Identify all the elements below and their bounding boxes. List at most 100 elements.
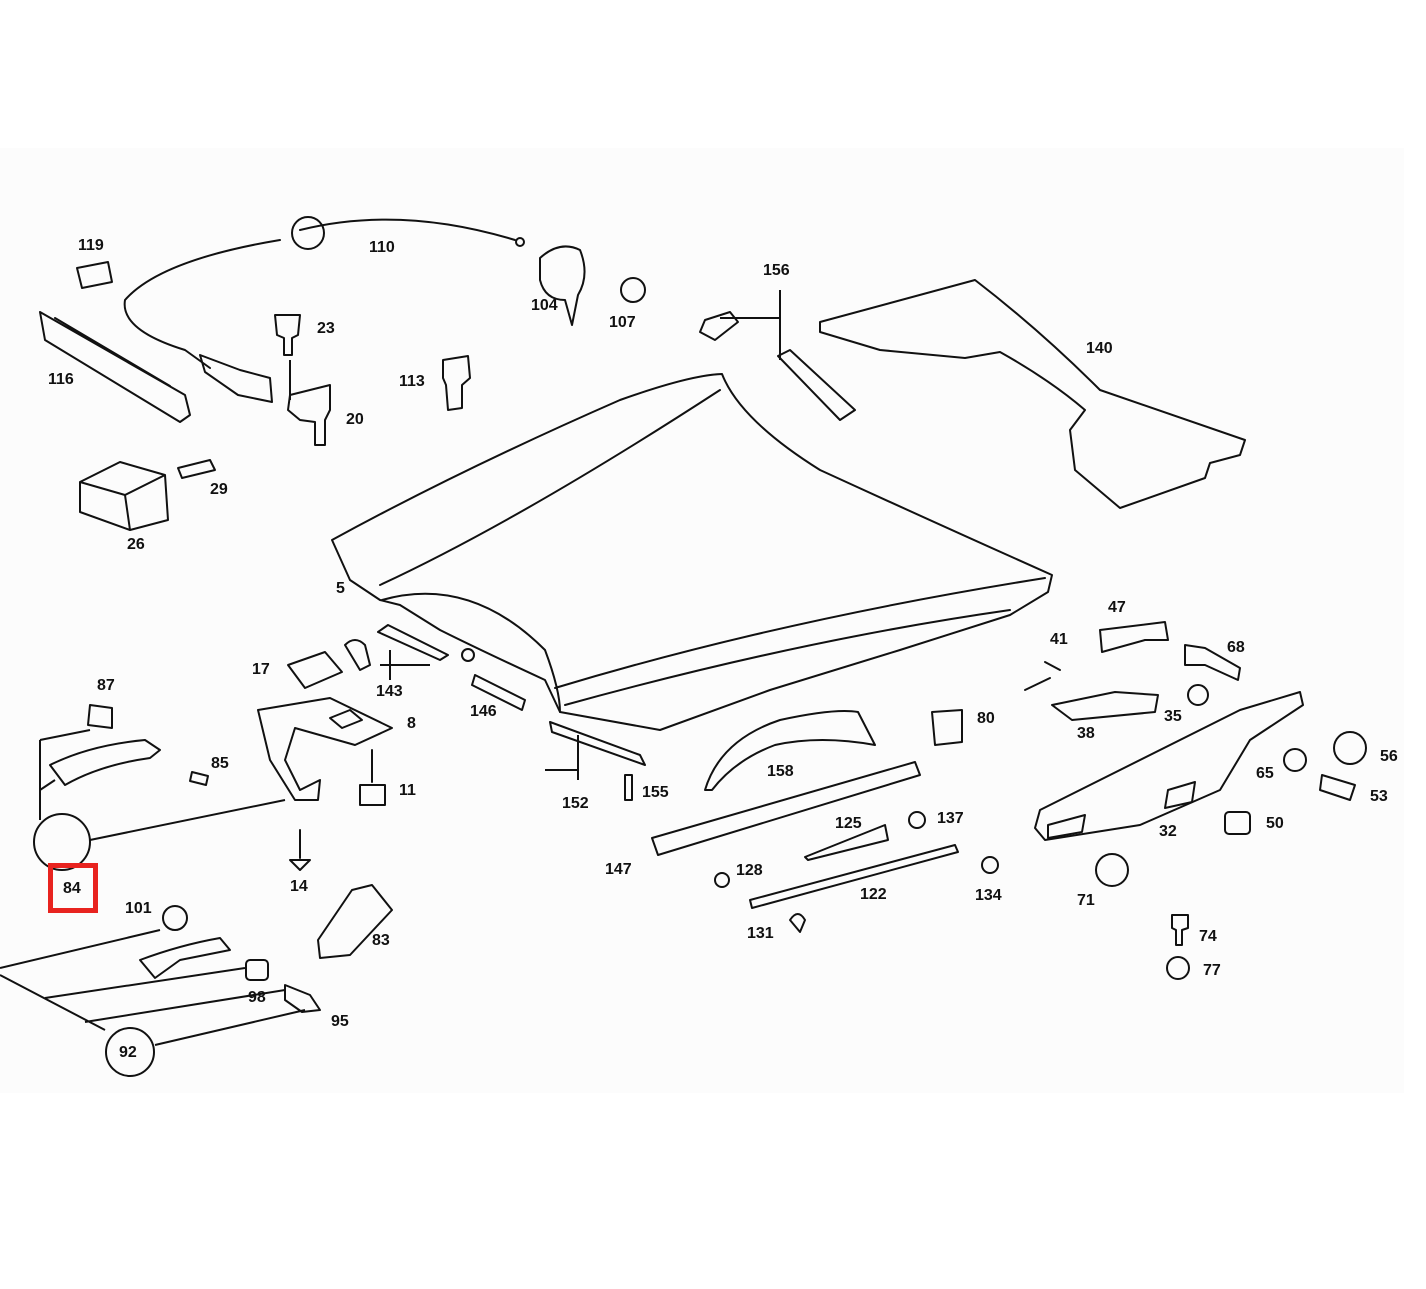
wrench-symbol xyxy=(33,813,91,871)
part-87-clip xyxy=(87,704,113,729)
callout-158: 158 xyxy=(767,763,794,780)
part-116-rail xyxy=(39,311,191,423)
part-158-cover xyxy=(704,710,876,791)
part-84-arm xyxy=(49,739,161,786)
part-125-bracket xyxy=(804,824,889,861)
part-26-bracket xyxy=(79,461,169,531)
callout-47: 47 xyxy=(1108,599,1126,616)
callout-137: 137 xyxy=(937,810,964,827)
part-146-pin xyxy=(461,648,475,662)
part-53-bolt xyxy=(1319,774,1356,801)
part-35-nut xyxy=(1187,684,1209,706)
callout-131: 131 xyxy=(747,925,774,942)
part-23-bolt xyxy=(274,314,301,356)
part-101-nut xyxy=(162,905,188,931)
part-29-clip xyxy=(177,459,216,479)
callout-23: 23 xyxy=(317,320,335,337)
part-32-hinge xyxy=(1034,691,1304,841)
part-14-screw xyxy=(289,829,311,871)
part-92-arm xyxy=(139,937,231,979)
callout-26: 26 xyxy=(127,536,145,553)
part-146-strip xyxy=(471,674,526,711)
bracket-84-group xyxy=(39,729,91,820)
part-8-hinge xyxy=(257,697,393,801)
hood-under-edge xyxy=(564,609,1011,706)
callout-65: 65 xyxy=(1256,765,1274,782)
leader-152 xyxy=(545,735,579,780)
callout-38: 38 xyxy=(1077,725,1095,742)
part-17-nut xyxy=(287,651,343,689)
part-32-slot xyxy=(1047,781,1196,839)
leader-84 xyxy=(89,799,286,841)
callout-146: 146 xyxy=(470,703,497,720)
part-110-cable xyxy=(123,218,516,369)
part-8-slot xyxy=(329,709,363,729)
callout-74: 74 xyxy=(1199,928,1217,945)
callout-107: 107 xyxy=(609,314,636,331)
part-92-circle xyxy=(105,1027,155,1077)
callout-50: 50 xyxy=(1266,815,1284,832)
part-85-pin xyxy=(189,771,209,786)
part-56-nut xyxy=(1333,731,1367,765)
callout-56: 56 xyxy=(1380,748,1398,765)
part-5-hood xyxy=(331,373,1053,731)
part-140-insulation-mat xyxy=(819,279,1246,509)
leader-143 xyxy=(380,650,430,680)
callout-35: 35 xyxy=(1164,708,1182,725)
part-143-clip xyxy=(344,639,371,671)
callout-134: 134 xyxy=(975,887,1002,904)
callout-83: 83 xyxy=(372,932,390,949)
hood-front-lip xyxy=(554,577,1046,689)
callout-8: 8 xyxy=(407,715,416,732)
callout-98: 98 xyxy=(248,989,266,1006)
part-77-nut xyxy=(1166,956,1190,980)
callout-53: 53 xyxy=(1370,788,1388,805)
callout-104: 104 xyxy=(531,297,558,314)
callout-122: 122 xyxy=(860,886,887,903)
part-156-seal xyxy=(777,349,856,421)
part-74-bolt xyxy=(1171,914,1189,946)
part-107-screw xyxy=(620,277,646,303)
callout-41: 41 xyxy=(1050,631,1068,648)
callout-80: 80 xyxy=(977,710,995,727)
callout-68: 68 xyxy=(1227,639,1245,656)
part-65-washer xyxy=(1283,748,1307,772)
part-98-bushing xyxy=(245,959,269,981)
part-156-clip xyxy=(699,311,739,341)
callout-101: 101 xyxy=(125,900,152,917)
part-147-strip xyxy=(651,761,921,856)
callout-95: 95 xyxy=(331,1013,349,1030)
part-143-strip xyxy=(377,624,449,661)
callout-14: 14 xyxy=(290,878,308,895)
part-71-nut xyxy=(1095,853,1129,887)
callout-92: 92 xyxy=(119,1044,137,1061)
callout-77: 77 xyxy=(1203,962,1221,979)
highlight-box xyxy=(48,863,98,913)
backdrop xyxy=(0,148,1404,1093)
hood-front-edge xyxy=(381,592,561,713)
part-119-cap xyxy=(76,261,113,289)
callout-143: 143 xyxy=(376,683,403,700)
part-38-plate xyxy=(1051,691,1159,721)
part-95-bolt xyxy=(284,984,321,1013)
callout-155: 155 xyxy=(642,784,669,801)
cable-end xyxy=(515,237,525,247)
hood-crease xyxy=(379,389,721,586)
part-41-spring xyxy=(1024,661,1061,691)
cable-housing xyxy=(199,354,273,403)
callout-110: 110 xyxy=(369,239,395,256)
callout-11: 11 xyxy=(399,782,416,799)
cable-knob xyxy=(291,216,325,250)
leader-156 xyxy=(720,290,781,360)
callout-119: 119 xyxy=(78,237,104,254)
part-131-clip xyxy=(789,913,806,933)
callout-5: 5 xyxy=(336,580,345,597)
callout-84: 84 xyxy=(63,880,81,897)
callout-71: 71 xyxy=(1077,892,1095,909)
callout-20: 20 xyxy=(346,411,364,428)
callout-29: 29 xyxy=(210,481,228,498)
part-137-nut xyxy=(908,811,926,829)
part-152-strip xyxy=(549,721,646,766)
